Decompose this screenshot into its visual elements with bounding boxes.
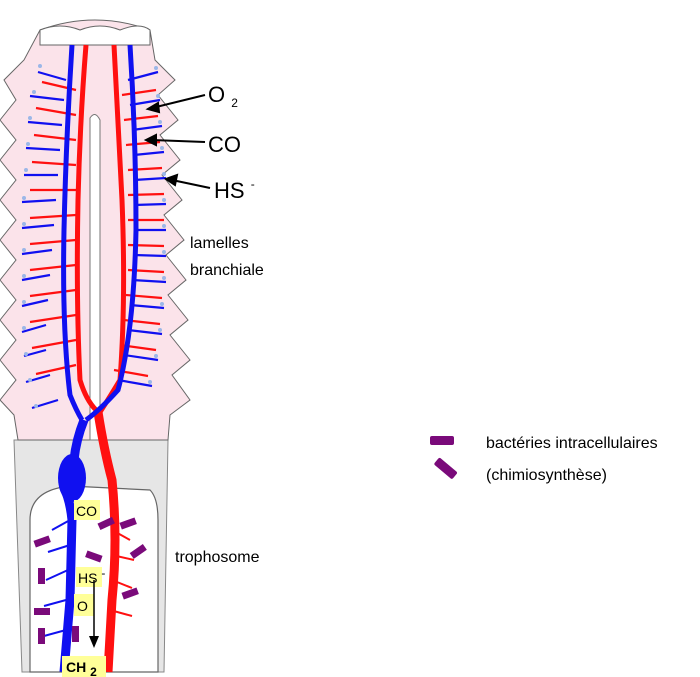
inner-ch-text: CH: [66, 659, 86, 675]
inner-label-o: O: [74, 594, 94, 616]
inner-label-ch2: CH 2: [62, 656, 106, 677]
legend-line-1: bactéries intracellulaires: [486, 435, 658, 452]
inner-hs-sup: -: [101, 566, 105, 580]
label-o2-sub: 2: [231, 96, 238, 110]
inner-ch-sub: 2: [90, 665, 97, 677]
legend-line-2: (chimiosynthèse): [486, 467, 607, 484]
central-groove: [90, 114, 100, 440]
inner-label-hs: HS -: [76, 566, 105, 587]
label-hs-text: HS: [214, 178, 245, 203]
plume-cap: [40, 26, 150, 45]
label-o2: O 2: [208, 82, 238, 110]
legend-bacteria-icon-2: [434, 457, 458, 479]
inner-o-text: O: [77, 598, 88, 614]
label-lamelles-2: branchiale: [190, 262, 264, 279]
inner-label-co: CO: [74, 500, 100, 520]
blue-heart-bulb: [58, 454, 86, 502]
label-co: CO: [208, 132, 241, 157]
label-o2-text: O: [208, 82, 225, 107]
legend-bacteria-icon-1: [430, 436, 454, 445]
label-lamelles-1: lamelles: [190, 235, 249, 252]
label-trophosome: trophosome: [175, 549, 260, 566]
label-hs: HS -: [214, 177, 255, 203]
label-hs-sup: -: [251, 177, 255, 191]
inner-co-text: CO: [76, 503, 97, 519]
